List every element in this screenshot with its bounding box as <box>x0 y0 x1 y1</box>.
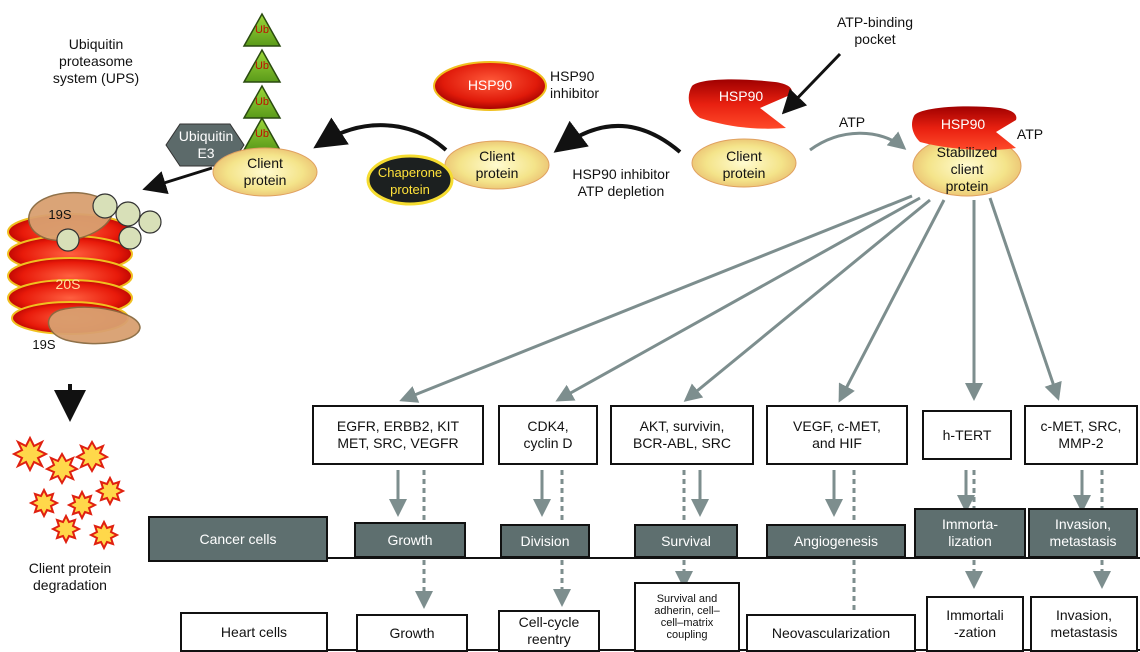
hsp90-inhibitor-label: HSP90 <box>467 77 513 93</box>
proteasome-top-label: 19S <box>48 207 72 222</box>
ups-title: Ubiquitin proteasome system (UPS) <box>52 36 140 86</box>
hsp90-stabilized-shape <box>912 106 1017 150</box>
ub-label-3: Ub <box>254 96 270 108</box>
hsp90-stabilized-label: HSP90 <box>940 116 986 132</box>
atp-side-label: ATP <box>1016 126 1044 142</box>
atp-arrow <box>809 131 907 152</box>
cancer-cells-label: Cancer cells <box>148 516 328 562</box>
arrow-to-proteasome <box>142 166 213 195</box>
degradation-label: Client protein degradation <box>28 560 112 593</box>
ubiquitin-e3-label: Ubiquitin E3 <box>178 128 234 161</box>
heart-immortalization: Immortali -zation <box>926 596 1024 652</box>
client-protein-ub-label: Client protein <box>243 155 287 188</box>
heart-survival: Survival and adherin, cell– cell–matrix … <box>634 582 740 652</box>
heart-cells-label: Heart cells <box>180 612 328 652</box>
target-box-division: CDK4, cyclin D <box>498 405 598 465</box>
heart-neovascularization: Neovascularization <box>746 614 916 652</box>
ub-label-1: Ub <box>254 24 270 36</box>
client-protein-mid-label: Client protein <box>475 148 519 181</box>
target-box-angiogenesis: VEGF, c-MET, and HIF <box>766 405 908 465</box>
target-box-immortalization: h-TERT <box>922 410 1012 460</box>
heart-invasion: Invasion, metastasis <box>1030 596 1138 652</box>
client-protein-right-label: Client protein <box>722 148 766 181</box>
target-box-growth: EGFR, ERBB2, KIT MET, SRC, VEGFR <box>312 405 484 465</box>
chaperone-label: Chaperone protein <box>377 165 443 197</box>
arrow-atp-pocket <box>781 52 842 115</box>
cancer-immortalization: Immorta- lization <box>914 508 1026 558</box>
cancer-division: Division <box>500 524 590 558</box>
hsp90-top-label: HSP90 <box>718 88 764 104</box>
chaperone-protein <box>366 154 454 206</box>
heart-growth: Growth <box>356 614 468 652</box>
arrow-to-chaperone <box>553 120 682 154</box>
ub-label-2: Ub <box>254 60 270 72</box>
stabilized-client-label: Stabilized client protein <box>936 144 998 194</box>
cancer-angiogenesis: Angiogenesis <box>766 524 906 558</box>
cancer-growth: Growth <box>354 522 466 558</box>
ubiquitin-chain <box>242 12 282 151</box>
hsp90-pocket-shape <box>688 79 792 129</box>
hsp90-inhibitor-shape <box>433 61 547 111</box>
client-protein-right <box>691 138 797 188</box>
cancer-survival: Survival <box>634 524 738 558</box>
arrow-to-ub <box>313 117 448 152</box>
cancer-invasion: Invasion, metastasis <box>1028 508 1138 558</box>
inhibit-depletion-label: HSP90 inhibitor ATP depletion <box>572 166 670 199</box>
heart-cell-cycle: Cell-cycle reentry <box>498 610 600 652</box>
client-protein-ub <box>212 147 318 197</box>
solid-arrows <box>389 470 1091 517</box>
atp-arrow-label: ATP <box>838 114 866 130</box>
target-box-survival: AKT, survivin, BCR-ABL, SRC <box>610 405 754 465</box>
fan-arrows <box>399 194 1062 403</box>
proteasome <box>7 191 162 345</box>
ub-label-4: Ub <box>254 128 270 140</box>
atp-pocket-caption: ATP-binding pocket <box>836 14 913 47</box>
degraded-fragments <box>11 435 126 551</box>
proteasome-core-label: 20S <box>55 276 81 292</box>
hsp90-inhibitor-caption: HSP90 inhibitor <box>550 68 600 101</box>
proteasome-bottom-label: 19S <box>32 337 56 352</box>
target-box-invasion: c-MET, SRC, MMP-2 <box>1024 405 1138 465</box>
